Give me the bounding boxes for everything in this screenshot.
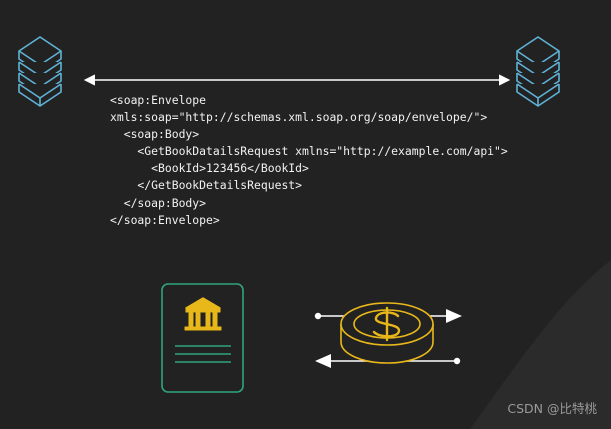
code-line: <soap:Envelope (110, 93, 207, 107)
background-curve (470, 260, 611, 429)
server-stack-icon (18, 36, 62, 107)
dollar-coin-icon (340, 302, 434, 364)
code-line: </soap:Body> (110, 195, 207, 210)
server-stack-icon (516, 36, 560, 107)
soap-envelope-code: <soap:Envelope xmls:soap="http://schemas… (110, 92, 508, 229)
code-line: <soap:Body> (110, 127, 200, 142)
code-line: <BookId>123456</BookId> (110, 161, 309, 176)
bank-document-icon (161, 283, 244, 393)
code-line: <GetBookDatailsRequest xmlns="http://exa… (110, 144, 508, 159)
watermark: CSDN @比特桃 (507, 401, 597, 416)
code-line: </GetBookDetailsRequest> (110, 178, 303, 193)
code-line: xmls:soap="http://schemas.xml.soap.org/s… (110, 110, 488, 125)
code-line: </soap:Envelope> (110, 212, 220, 227)
